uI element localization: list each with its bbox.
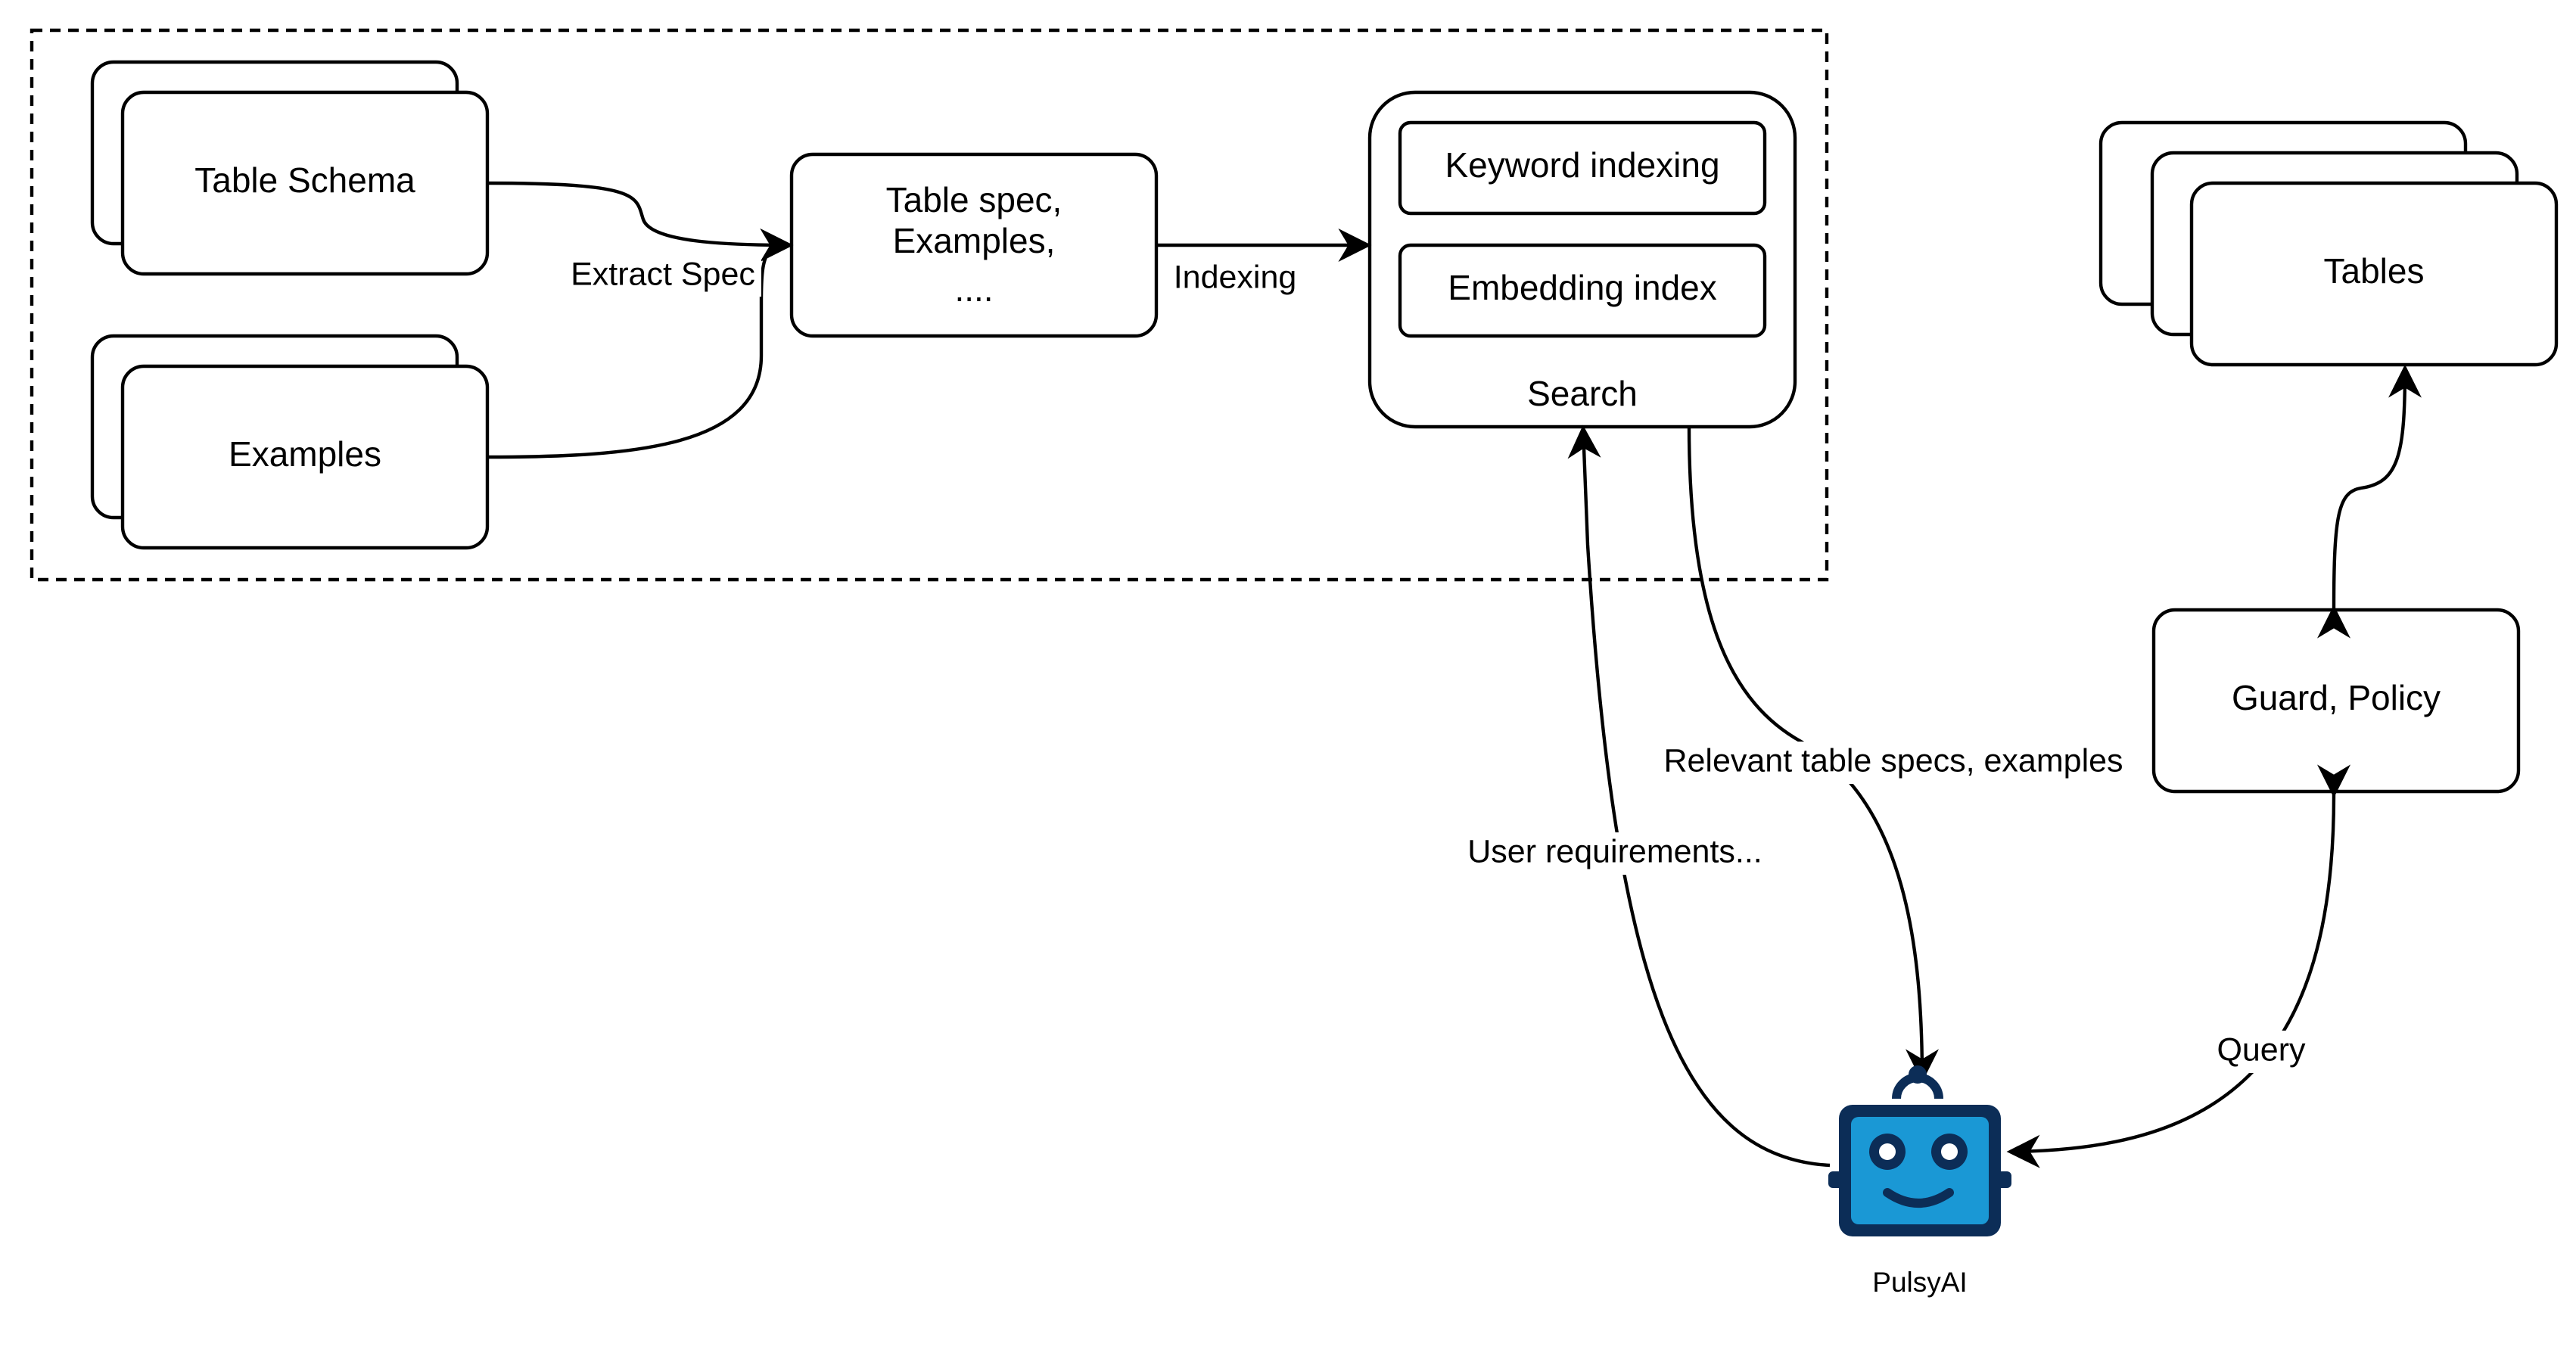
examples-label: Examples (229, 434, 381, 474)
relevant-specs-label: Relevant table specs, examples (1663, 742, 2123, 779)
table-schema-node[interactable]: Table Schema (90, 60, 490, 276)
tables-node[interactable]: Tables (2098, 120, 2559, 367)
pulsyai-to-search-edge (1567, 425, 1831, 1168)
embedding-index-label: Embedding index (1448, 268, 1716, 307)
extract-spec-label: Extract Spec (571, 256, 755, 292)
indexing-label: Indexing (1174, 259, 1297, 295)
pulsyai-robot-icon[interactable] (1828, 1065, 2011, 1236)
examples-node[interactable]: Examples (90, 334, 490, 550)
guard-pulsyai-edge (2006, 764, 2351, 1168)
guard-policy-node[interactable]: Guard, Policy (2151, 608, 2521, 794)
pulsyai-label: PulsyAI (1872, 1267, 1967, 1298)
keyword-indexing-label: Keyword indexing (1445, 145, 1719, 185)
table-spec-line-3: .... (954, 269, 993, 309)
search-node[interactable]: Keyword indexing Embedding index Search (1367, 90, 1797, 429)
search-label: Search (1527, 374, 1638, 413)
ingestion-frame (30, 28, 1829, 582)
embedding-index-box[interactable] (1398, 243, 1767, 338)
table-spec-node[interactable]: Table spec, Examples, .... (789, 152, 1159, 338)
schema-to-spec-edge (487, 181, 794, 262)
table-schema-label: Table Schema (194, 160, 415, 200)
guard-policy-label: Guard, Policy (2232, 678, 2441, 717)
query-label: Query (2217, 1031, 2306, 1068)
keyword-indexing-box[interactable] (1398, 120, 1767, 216)
table-spec-line-2: Examples, (893, 221, 1056, 260)
guard-tables-edge (2316, 364, 2422, 639)
table-spec-line-1: Table spec, (886, 180, 1062, 219)
user-requirements-label: User requirements... (1467, 833, 1762, 869)
examples-to-spec-edge (487, 229, 794, 459)
tables-label: Tables (2324, 251, 2425, 291)
